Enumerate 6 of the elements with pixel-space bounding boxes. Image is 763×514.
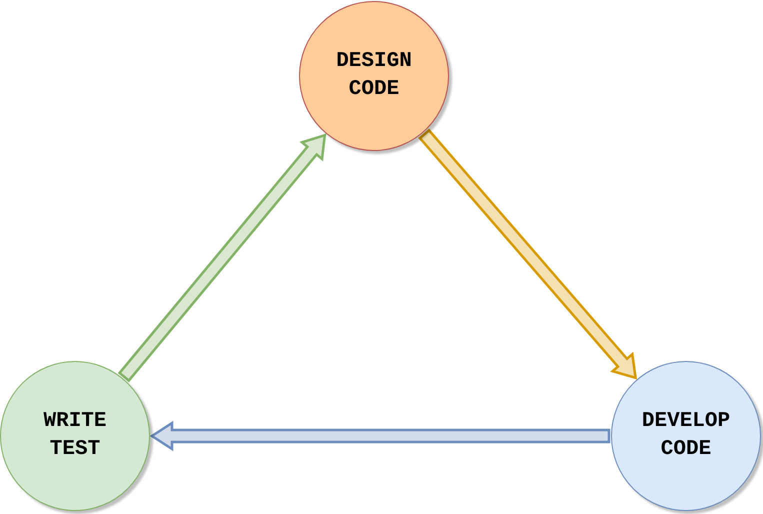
hollow-arrow [418,128,638,380]
node-label: DESIGN CODE [335,48,413,103]
hollow-arrow [150,420,610,452]
node-label: WRITE TEST [42,408,108,463]
node-label: DEVELOP CODE [640,408,732,463]
hollow-arrow [118,133,326,382]
